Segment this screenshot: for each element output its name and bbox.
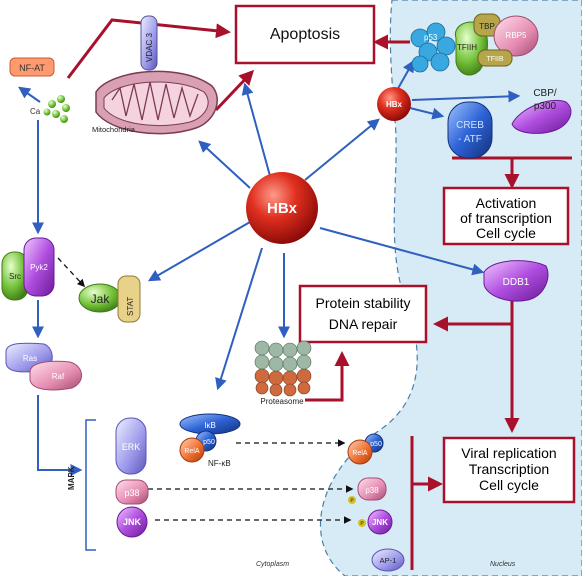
phospho-jnk xyxy=(358,519,366,527)
p50-nuclear-label: p50 xyxy=(370,441,382,448)
viral-line1: Viral replication xyxy=(461,445,556,461)
rela-label: RelA xyxy=(184,448,200,455)
tfiib-factor xyxy=(477,49,513,67)
mitochondria-label: Mitochondria xyxy=(92,125,136,134)
viral-line3: Cell cycle xyxy=(479,477,539,493)
ras-label: Ras xyxy=(23,354,37,363)
p38-label: p38 xyxy=(124,488,139,498)
apoptosis-box xyxy=(234,4,376,65)
nfat-badge xyxy=(9,57,55,77)
activation-line1: Activation xyxy=(476,195,537,211)
stat-factor xyxy=(117,275,141,323)
mapk-label: MAPK xyxy=(67,466,76,490)
proteasome-complex xyxy=(254,340,312,397)
calcium-ions xyxy=(43,95,70,123)
ap1-label: AP-1 xyxy=(380,556,397,565)
arrow-hbx-to-nucleus-hbx xyxy=(304,118,380,181)
tbp-label: TBP xyxy=(479,22,495,31)
ca-label: Ca xyxy=(30,107,41,116)
nfat-label: NF-AT xyxy=(19,63,45,73)
rbp5-label: RBP5 xyxy=(506,31,527,40)
arrow-hbx-to-jak xyxy=(147,221,251,282)
protein-stability-box xyxy=(298,284,428,344)
viral-line2: Transcription xyxy=(469,461,549,477)
creb-label-line1: CREB xyxy=(456,120,484,131)
p53-cluster xyxy=(410,22,456,73)
arrow-hbx-to-mitochondria xyxy=(198,140,251,189)
arrow-ca-to-nfat xyxy=(18,86,41,103)
cbp-label-line2: p300 xyxy=(534,101,557,112)
src-label: Src xyxy=(9,272,21,281)
arrow-hbx-small-to-p53 xyxy=(395,59,415,93)
tfiib-label: TFIIB xyxy=(486,56,503,63)
hbx-nuclear-protein xyxy=(377,87,411,121)
phospho-p38 xyxy=(348,496,356,504)
arrow-pyk2-to-jak xyxy=(57,257,86,288)
arrow-proteasome-to-protein xyxy=(305,351,350,402)
erk-kinase xyxy=(115,417,147,475)
jnk-nuclear-label: JNK xyxy=(372,518,388,527)
vdac3-label: VDAC 3 xyxy=(145,33,154,62)
ddb1-label: DDB1 xyxy=(503,277,530,288)
arrow-hbx-small-to-creb xyxy=(409,107,445,120)
ikb-label: IκB xyxy=(204,421,216,430)
mapk-bracket xyxy=(85,419,96,551)
rela-nuclear-label: RelA xyxy=(352,450,368,457)
phospho-p38-label: P xyxy=(350,498,354,504)
arrow-hbx-to-mapk xyxy=(215,247,263,391)
viral-replication-box xyxy=(442,436,576,504)
jnk-kinase xyxy=(116,506,148,538)
raf-protein xyxy=(29,360,82,391)
rela-nuclear xyxy=(347,439,373,465)
erk-label: ERK xyxy=(122,442,141,452)
hbx-central-label: HBx xyxy=(267,200,298,217)
nfkb-label: NF-κB xyxy=(208,459,231,468)
hbx-nuclear-label: HBx xyxy=(386,100,403,109)
p38-nuclear-label: p38 xyxy=(365,486,379,495)
jak-label: Jak xyxy=(91,292,111,306)
jnk-nuclear xyxy=(367,509,393,535)
p38-nuclear xyxy=(357,477,387,501)
creb-label-line2: - ATF xyxy=(458,134,482,145)
arrow-hbx-to-apoptosis xyxy=(241,82,271,177)
protein-line1: Protein stability xyxy=(316,295,411,311)
proteasome-label: Proteasome xyxy=(260,397,304,406)
activation-line2: of transcription xyxy=(460,210,552,226)
phospho-jnk-label: P xyxy=(360,521,364,527)
apoptosis-label: Apoptosis xyxy=(270,26,340,43)
activation-box xyxy=(442,186,570,246)
jnk-label: JNK xyxy=(123,517,142,527)
cbp-p300-factor xyxy=(511,100,572,134)
vdac3-channel xyxy=(140,15,158,71)
arrow-hbx-to-ddb1 xyxy=(319,227,485,276)
tfiih-label: TFIIH xyxy=(457,43,477,52)
stat-label: STAT xyxy=(126,297,135,316)
ddb1-protein xyxy=(483,260,549,302)
creb-atf-factor xyxy=(447,101,493,159)
arrow-hbx-small-to-cbp xyxy=(411,90,521,103)
pyk2-label: Pyk2 xyxy=(30,263,48,272)
nucleus-label: Nucleus xyxy=(490,561,516,568)
rbp5-factor xyxy=(493,15,539,57)
mitochondria xyxy=(95,70,218,135)
arrow-ras-to-mapk xyxy=(37,395,83,476)
activation-line3: Cell cycle xyxy=(476,225,536,241)
protein-line2: DNA repair xyxy=(329,316,398,332)
p38-kinase xyxy=(115,479,149,505)
arrow-nfat-to-apoptosis xyxy=(66,18,231,79)
arrow-mito-to-apoptosis xyxy=(214,69,255,112)
p53-label: p53 xyxy=(424,33,438,42)
ap1-factor xyxy=(371,548,405,572)
p50-label: p50 xyxy=(203,439,215,446)
rela-subunit xyxy=(179,437,205,463)
cytoplasm-label: Cytoplasm xyxy=(256,561,289,568)
cbp-label-line1: CBP/ xyxy=(533,88,557,99)
pyk2-kinase xyxy=(23,237,55,297)
hbx-central-protein xyxy=(246,172,318,244)
raf-label: Raf xyxy=(52,372,65,381)
